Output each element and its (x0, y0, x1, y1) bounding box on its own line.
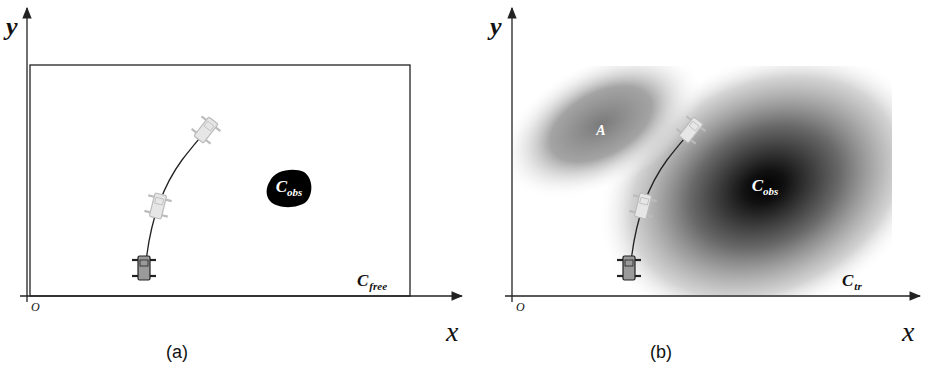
node-shape (513, 66, 713, 216)
space-subscript: tr (854, 281, 861, 292)
symbol: C (276, 177, 287, 196)
cost-region: A (513, 66, 713, 216)
axis-label: y (490, 14, 502, 40)
vehicle (674, 113, 708, 147)
node-label: Cobs (752, 177, 779, 197)
space-symbol: C (357, 272, 368, 289)
origin-label: O (31, 301, 40, 313)
symbol: C (752, 176, 763, 195)
subscript: obs (763, 185, 778, 197)
space-subscript: free (369, 281, 387, 292)
axis-label: x (902, 318, 914, 346)
panel-caption: (a) (166, 343, 188, 361)
obstacle-blob: Cobs (264, 167, 314, 209)
node-label: A (596, 121, 605, 139)
vehicle (628, 191, 657, 220)
axis-label: x (446, 318, 458, 346)
subscript: obs (287, 186, 302, 198)
node-label: Cobs (276, 178, 303, 198)
origin-label: O (516, 301, 525, 313)
panel-caption: (b) (650, 343, 672, 361)
vehicle (189, 113, 223, 147)
vehicle (143, 191, 172, 220)
space-symbol: C (842, 272, 853, 289)
vehicle (617, 256, 641, 280)
vehicle (132, 256, 156, 280)
symbol: A (596, 123, 605, 138)
axis-label: y (6, 14, 18, 40)
